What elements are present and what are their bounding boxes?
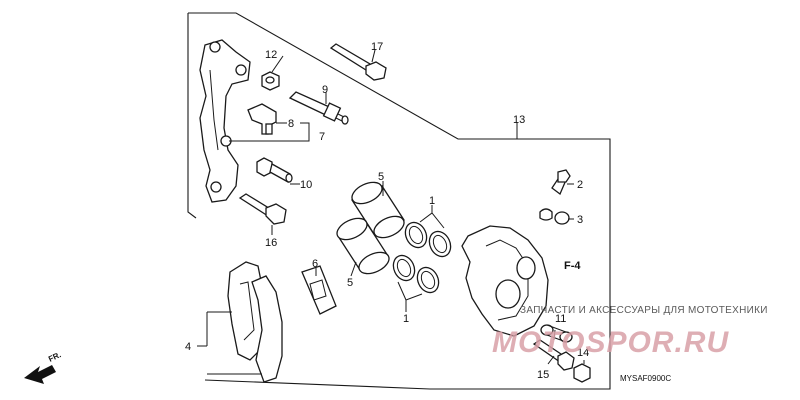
part-12-nut — [261, 71, 280, 91]
part-3-cap — [539, 208, 570, 225]
callout-1-lower: 1 — [403, 313, 409, 325]
callout-14: 14 — [577, 347, 589, 359]
callout-17: 17 — [371, 41, 383, 53]
part-5-piston-upper — [351, 181, 405, 239]
watermark-tagline: ЗАПЧАСТИ И АКСЕССУАРЫ ДЛЯ МОТОТЕХНИКИ — [520, 305, 768, 316]
part-16-bolt — [238, 193, 287, 225]
part-6-pad-spring — [301, 265, 337, 315]
part-8-clip — [247, 103, 277, 135]
caliper-body — [461, 225, 549, 337]
callout-13: 13 — [513, 114, 525, 126]
callout-8: 8 — [288, 118, 294, 130]
reference-f4: F-4 — [564, 260, 581, 272]
callout-12: 12 — [265, 49, 277, 61]
direction-label: FR. — [47, 350, 62, 364]
front-direction-arrow: FR. — [24, 350, 63, 384]
diagram-code: MYSAF0900C — [620, 374, 671, 383]
callout-4: 4 — [185, 341, 191, 353]
callout-9: 9 — [322, 84, 328, 96]
callout-3: 3 — [577, 214, 583, 226]
callout-16: 16 — [265, 237, 277, 249]
part-17-bolt — [329, 43, 387, 81]
watermark-brand: MOTOSPOR.RU — [492, 326, 729, 359]
part-2-bleeder — [551, 169, 571, 196]
part-1-seal-set — [392, 221, 452, 294]
callout-15: 15 — [537, 369, 549, 381]
part-14-nut — [573, 363, 591, 383]
callout-10: 10 — [300, 179, 312, 191]
part-9-pin — [288, 91, 349, 125]
callout-6: 6 — [312, 258, 318, 270]
callout-7: 7 — [319, 131, 325, 143]
caliper-bracket — [199, 39, 251, 203]
callout-2: 2 — [577, 179, 583, 191]
part-5-piston-lower — [336, 217, 390, 275]
leader-lines — [197, 49, 585, 375]
part-11-pin — [540, 324, 573, 343]
assembly-frame — [187, 12, 611, 390]
part-15-bolt — [532, 339, 575, 371]
part-10-pin — [256, 157, 293, 183]
callout-5-upper: 5 — [378, 171, 384, 183]
callout-5-lower: 5 — [347, 277, 353, 289]
part-4-brake-pads — [227, 261, 283, 383]
callout-1-upper: 1 — [429, 195, 435, 207]
callout-11: 11 — [555, 313, 566, 325]
